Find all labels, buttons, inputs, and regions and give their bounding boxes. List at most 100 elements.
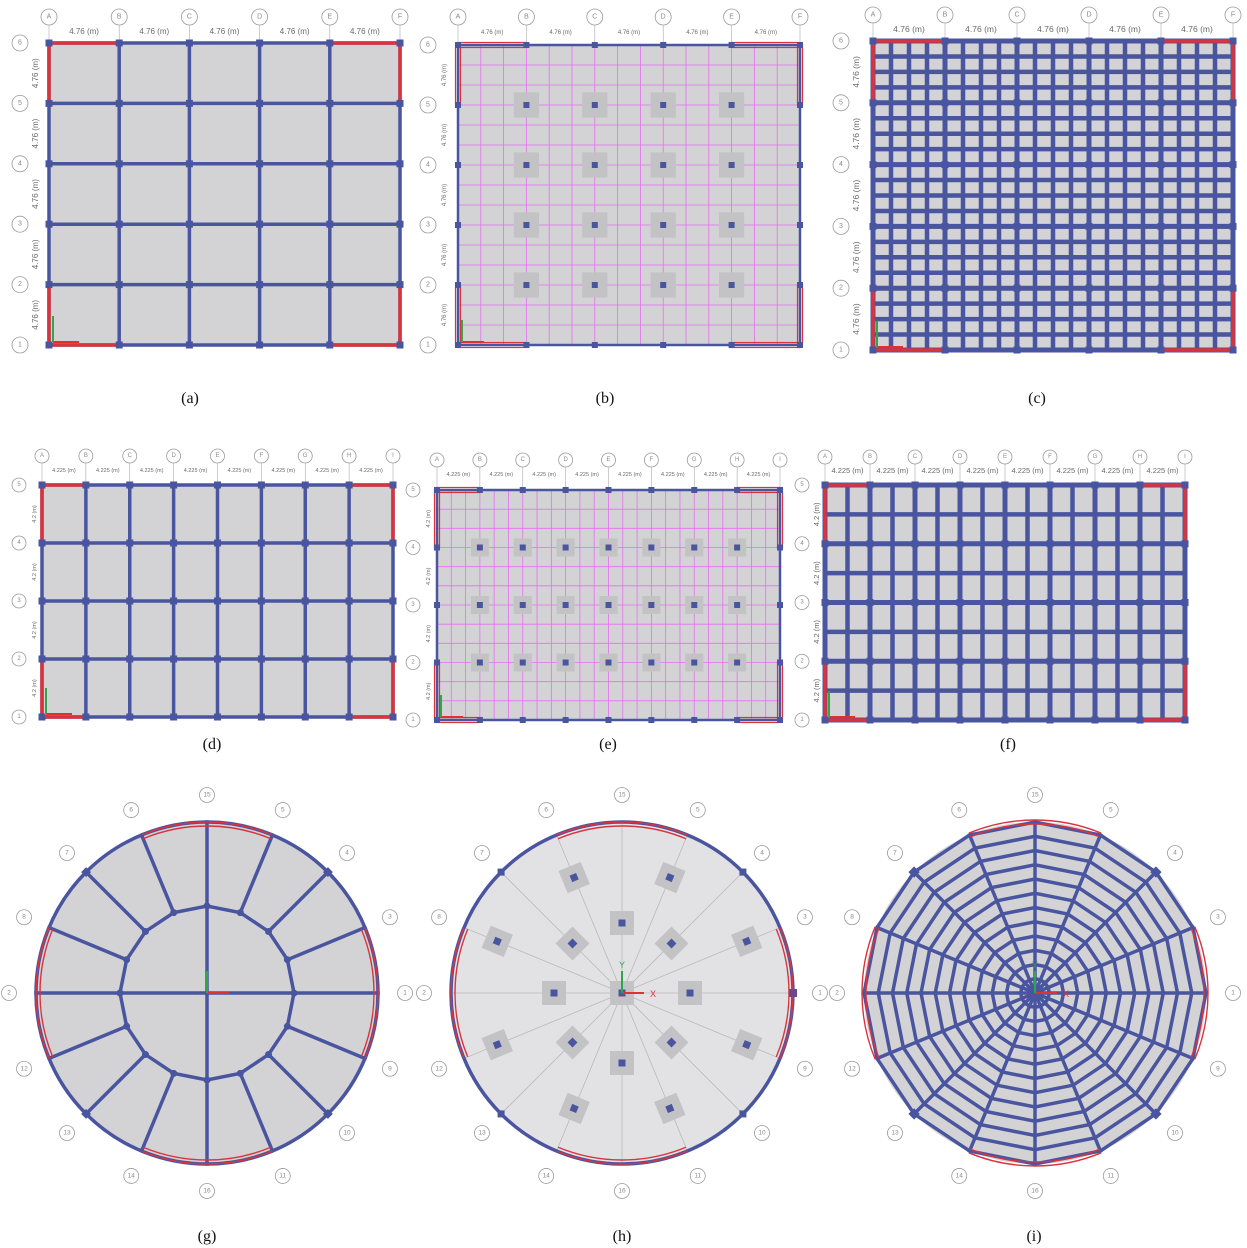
column (789, 989, 797, 997)
grid-label-4: 4 (345, 849, 349, 856)
column (265, 927, 273, 935)
grid-label-3: 3 (839, 223, 843, 230)
column (265, 1051, 273, 1059)
column (869, 99, 877, 107)
grid-bubble-2 (1, 985, 17, 1001)
column (660, 222, 667, 228)
radial-beam (1032, 925, 1196, 996)
radial-beam (46, 1024, 129, 1061)
column (115, 281, 123, 289)
radial-beam (139, 1071, 176, 1154)
column (1229, 346, 1237, 354)
column (1157, 37, 1165, 45)
column (618, 919, 626, 927)
column (605, 659, 612, 666)
shear-wall (970, 1148, 1100, 1163)
column (519, 487, 526, 493)
column (283, 1022, 291, 1030)
column (591, 282, 598, 288)
dimension-y: 4.2 (m) (426, 510, 432, 528)
column (1001, 599, 1009, 606)
grid-bubble-11 (1102, 1168, 1119, 1184)
column (455, 282, 461, 288)
grid-label-2: 2 (18, 281, 22, 288)
dimension-x: 4.76 (m) (549, 30, 571, 36)
grid-bubble-2 (405, 655, 421, 670)
column (1085, 99, 1093, 107)
grid-label-C: C (592, 14, 597, 21)
grid-label-1: 1 (1231, 990, 1235, 997)
dimension-y: 4.2 (m) (426, 682, 432, 700)
radial-beam (139, 832, 176, 915)
column (492, 1040, 502, 1050)
dimension-y: 4.2 (m) (812, 561, 821, 585)
grid-label-1: 1 (839, 347, 843, 354)
grid-label-D: D (958, 454, 963, 460)
grid-bubble-9 (382, 1060, 398, 1077)
grid-label-F: F (1048, 454, 1052, 460)
radial-beam (1032, 990, 1159, 1117)
column (734, 602, 741, 608)
column (38, 655, 46, 663)
grid-label-14: 14 (543, 1172, 551, 1179)
column (38, 713, 46, 721)
column (301, 655, 309, 663)
x-axis-label: X (1063, 989, 1069, 999)
grid-label-H: H (347, 453, 351, 459)
shear-wall (142, 1146, 272, 1161)
grid-label-8: 8 (850, 914, 854, 921)
grid-bubble-4 (11, 535, 27, 551)
column (777, 659, 783, 666)
column (869, 161, 877, 169)
grid-label-5: 5 (17, 482, 21, 488)
y-axis-label: Y (1032, 960, 1038, 970)
caption-h: (h) (612, 1228, 632, 1245)
grid-label-6: 6 (839, 38, 843, 45)
column (911, 540, 919, 548)
column (38, 597, 46, 605)
column (170, 655, 178, 663)
dimension-x: 4.76 (m) (350, 27, 380, 36)
grid-label-D: D (1086, 12, 1091, 19)
radial-beam (1032, 990, 1103, 1154)
column (45, 220, 53, 228)
column (301, 713, 309, 721)
column (911, 716, 919, 724)
dimension-x: 4.225 (m) (315, 468, 339, 474)
column (301, 597, 309, 605)
column (38, 481, 46, 489)
grid-bubble-14 (951, 1168, 968, 1184)
radial-beam (911, 869, 1038, 996)
grid-label-2: 2 (422, 990, 426, 997)
grid-bubble-1 (794, 712, 810, 728)
grid-line (500, 871, 623, 994)
dimension-x: 4.225 (m) (1146, 466, 1179, 475)
column (185, 160, 193, 168)
column (691, 717, 698, 723)
plan-d: A4.225 (m)B4.225 (m)C4.225 (m)D4.225 (m)… (11, 448, 401, 725)
grid-label-H: H (1138, 454, 1142, 460)
grid-label-G: G (1093, 454, 1098, 460)
column (821, 716, 829, 724)
grid-label-C: C (1014, 12, 1019, 19)
column (434, 544, 440, 551)
column (1157, 99, 1165, 107)
grid-label-4: 4 (760, 849, 764, 856)
grid-bubble-5 (1102, 802, 1119, 818)
column (523, 42, 530, 48)
column (728, 42, 735, 48)
column (115, 341, 123, 349)
grid-label-I: I (779, 457, 781, 463)
column (389, 481, 397, 489)
grid-bubble-4 (11, 155, 29, 173)
grid-label-5: 5 (426, 102, 430, 109)
column (301, 481, 309, 489)
grid-label-12: 12 (848, 1065, 856, 1072)
grid-label-13: 13 (891, 1130, 899, 1137)
grid-label-E: E (215, 453, 219, 459)
grid-label-E: E (1159, 12, 1164, 19)
grid-bubble-6 (951, 802, 968, 818)
dimension-x: 4.225 (m) (704, 472, 728, 478)
